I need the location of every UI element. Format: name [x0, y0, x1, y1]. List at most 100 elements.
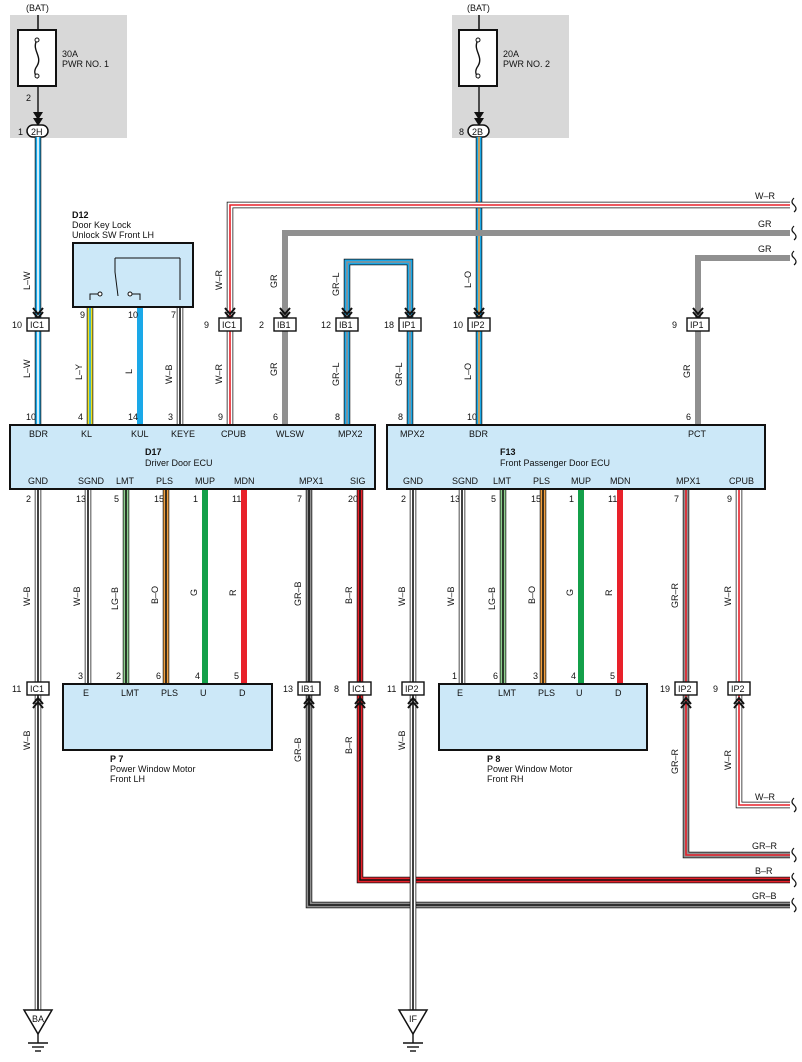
wire-f13-mpx1 [682, 489, 790, 859]
d17-bot-pin: 20 [348, 494, 358, 504]
d17-top-pin: 14 [128, 412, 138, 422]
p8-line2: Front RH [487, 774, 524, 784]
svg-text:IP2: IP2 [405, 684, 419, 694]
ground-ba: BA [22, 1009, 54, 1052]
f13-bot-label-gnd: GND [403, 476, 424, 486]
d17-bot-label-sig: SIG [350, 476, 366, 486]
wl-ic1-wb: W–B [22, 730, 32, 750]
f13-bot-pin: 5 [491, 494, 496, 504]
svg-text:IP2: IP2 [678, 684, 692, 694]
d17-top-label-mpx2: MPX2 [338, 429, 363, 439]
f13-code: F13 [500, 447, 516, 457]
p7-pin: 5 [234, 671, 239, 681]
svg-text:IC1: IC1 [30, 320, 44, 330]
connector-top-ip1: IP1 9 [672, 307, 710, 332]
f13-bot-label-mup: MUP [571, 476, 591, 486]
svg-text:10: 10 [12, 320, 22, 330]
svg-text:BA: BA [32, 1014, 44, 1024]
fuse-pwr-no2 [458, 29, 498, 87]
d17-bot-pin: 2 [26, 494, 31, 504]
svg-text:IP1: IP1 [690, 320, 704, 330]
d12-line2: Unlock SW Front LH [72, 230, 154, 240]
wire-gr-wlsw [282, 230, 790, 425]
svg-text:18: 18 [384, 320, 394, 330]
p7-pin: 6 [156, 671, 161, 681]
wl-ly: L–Y [74, 364, 84, 380]
wl-ic1-br: B–R [344, 736, 354, 754]
d17-top-label-kl: KL [81, 429, 92, 439]
wire-d17-mpx1 [305, 489, 790, 909]
wl-wr2: W–R [214, 364, 224, 385]
p8-label: U [576, 688, 583, 698]
svg-text:2B: 2B [472, 127, 483, 137]
d17-name: Driver Door ECU [145, 458, 213, 468]
wl-f13-grr: GR–R [670, 582, 680, 608]
wl-d17-r: R [228, 589, 238, 596]
wl-ip2-wb: W–B [397, 730, 407, 750]
bat-label-right: (BAT) [467, 3, 490, 13]
d17-top-pin: 8 [335, 412, 340, 422]
svg-text:12: 12 [321, 320, 331, 330]
p7-label: D [239, 688, 246, 698]
p8-code: P 8 [487, 754, 500, 764]
wire-gr-l [343, 258, 414, 425]
d17-bot-label-pls: PLS [156, 476, 173, 486]
d17-top-label-wlsw: WLSW [276, 429, 305, 439]
ground-if: IF [397, 1009, 429, 1052]
d17-top-pin: 6 [273, 412, 278, 422]
f13-bot-label-pls: PLS [533, 476, 550, 486]
fuse-pwr-no1 [17, 29, 57, 87]
p8-label: PLS [538, 688, 555, 698]
wl-d17-lgb: LG–B [110, 587, 120, 610]
f13-top-label-mpx2: MPX2 [400, 429, 425, 439]
wl-grl1: GR–L [331, 272, 341, 296]
p7-label: E [83, 688, 89, 698]
wire-d17-sig [356, 489, 790, 884]
f13-bot-label-sgnd: SGND [452, 476, 479, 486]
fuse1-pin: 2 [26, 93, 31, 103]
f13-bot-label-mdn: MDN [610, 476, 631, 486]
p7-line1: Power Window Motor [110, 764, 196, 774]
wl-f13-lgb: LG–B [487, 587, 497, 610]
wl-br-grr: GR–R [752, 841, 778, 851]
d17-bot-pin: 15 [154, 494, 164, 504]
p7-label: U [200, 688, 207, 698]
junction-2b-pin: 8 [459, 127, 464, 137]
wl-wr-right: W–R [755, 191, 776, 201]
p7-power-window-motor-front-lh [62, 683, 273, 751]
wl-wr1: W–R [214, 270, 224, 291]
wl-gr-pct: GR [682, 364, 692, 378]
wl-lw1: L–W [22, 271, 32, 290]
f13-bot-pin: 9 [727, 494, 732, 504]
fuse1-name: PWR NO. 1 [62, 59, 109, 69]
d17-bot-pin: 7 [297, 494, 302, 504]
wl-f13-r: R [604, 589, 614, 596]
fuse1-amp: 30A [62, 49, 78, 59]
wl-gr2: GR [269, 362, 279, 376]
p8-pin: 6 [493, 671, 498, 681]
svg-text:11: 11 [12, 684, 21, 694]
d17-top-label-keye: KEYE [171, 429, 195, 439]
p8-label: LMT [498, 688, 517, 698]
svg-text:13: 13 [283, 684, 293, 694]
connector-top-ic1: IC1 10 [12, 307, 50, 332]
svg-text:IC1: IC1 [30, 684, 44, 694]
d17-bot-label-mdn: MDN [234, 476, 255, 486]
svg-text:10: 10 [453, 320, 463, 330]
wl-ip2-grr: GR–R [670, 748, 680, 774]
svg-text:2: 2 [259, 320, 264, 330]
d12-line1: Door Key Lock [72, 220, 132, 230]
svg-text:9: 9 [672, 320, 677, 330]
wl-f13-wb2: W–B [446, 586, 456, 606]
svg-text:11: 11 [387, 684, 396, 694]
wl-lo2: L–O [463, 363, 473, 380]
f13-bot-pin: 11 [608, 494, 617, 504]
wl-br-grb: GR–B [752, 891, 777, 901]
svg-text:8: 8 [334, 684, 339, 694]
wire-gr-pct [695, 255, 790, 425]
svg-text:IF: IF [409, 1014, 418, 1024]
